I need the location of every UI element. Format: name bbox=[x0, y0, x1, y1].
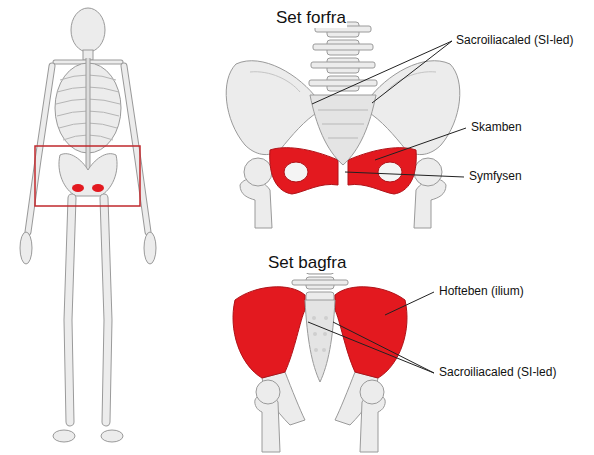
zoom-frame bbox=[35, 146, 140, 206]
part-label: Hofteben (ilium) bbox=[438, 285, 525, 299]
pelvis-front bbox=[226, 22, 460, 228]
view-heading: Set forfra bbox=[275, 8, 347, 28]
part-label: Skamben bbox=[470, 121, 523, 135]
leader-lines bbox=[308, 41, 466, 373]
part-label: Symfysen bbox=[468, 170, 523, 184]
part-label: Sacroiliacaled (SI-led) bbox=[455, 34, 574, 48]
skeleton bbox=[20, 8, 156, 442]
part-label: Sacroiliacaled (SI-led) bbox=[438, 366, 557, 380]
view-heading: Set bagfra bbox=[267, 253, 347, 273]
pelvis-back bbox=[233, 262, 407, 452]
